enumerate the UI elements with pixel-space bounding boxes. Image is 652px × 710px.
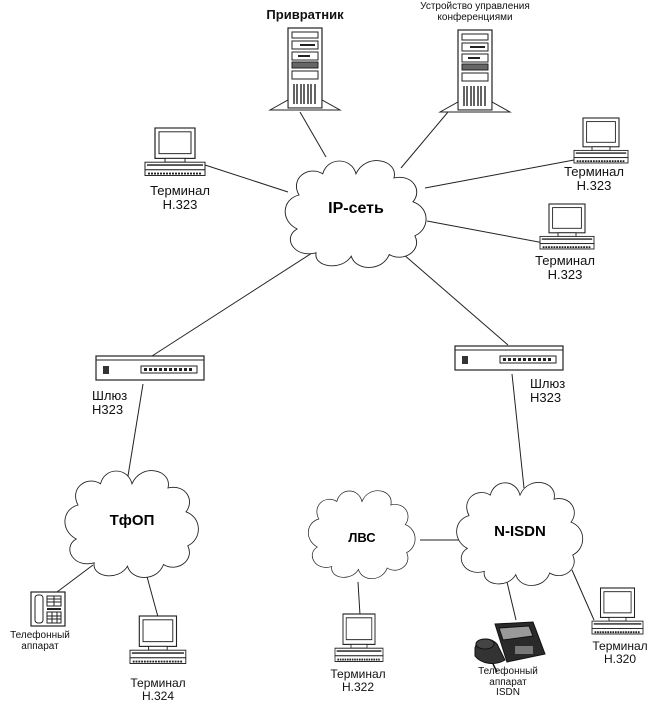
connection-lines bbox=[56, 111, 595, 621]
link-terminal-left-ip bbox=[204, 164, 289, 193]
link-terminal-right-mid-ip bbox=[426, 220, 545, 244]
gatekeeper-server-icon bbox=[269, 27, 341, 111]
link-lan-terminal-h322 bbox=[357, 581, 361, 616]
link-gateway-right-isdn bbox=[511, 373, 525, 489]
mcu-server-icon bbox=[439, 29, 511, 113]
gateway-left-icon bbox=[94, 354, 206, 382]
ip-network-label: IP-сеть bbox=[328, 200, 384, 217]
link-gateway-left-pstn bbox=[126, 383, 144, 483]
terminal-h323-left-icon bbox=[144, 127, 206, 177]
link-isdn-phone bbox=[506, 581, 517, 621]
link-isdn-terminal-h320 bbox=[571, 569, 595, 621]
analog-phone-icon bbox=[30, 591, 66, 627]
terminal-h323-right-top-icon bbox=[573, 117, 629, 164]
link-pstn-terminal-h324 bbox=[145, 572, 159, 618]
terminal-h323-right-mid-icon bbox=[539, 203, 595, 250]
link-terminal-right-top-ip bbox=[424, 159, 575, 189]
gatekeeper-label: Привратник bbox=[266, 7, 344, 22]
link-gatekeeper-ip bbox=[299, 111, 327, 158]
terminal-h324-icon bbox=[129, 615, 187, 665]
isdn-phone-icon bbox=[474, 621, 546, 673]
pstn-label: ТфОП bbox=[109, 512, 155, 529]
lan-label: ЛВС bbox=[348, 530, 376, 545]
terminal-h320-icon bbox=[591, 587, 644, 635]
link-ip-gateway-left bbox=[151, 252, 313, 357]
isdn-label: N-ISDN bbox=[494, 523, 546, 540]
link-pstn-phone bbox=[56, 564, 94, 593]
terminal-h322-icon bbox=[334, 613, 384, 663]
mcu-label: Устройство управления конференциями bbox=[420, 1, 530, 23]
link-mcu-ip bbox=[400, 111, 449, 169]
gateway-right-icon bbox=[453, 344, 565, 372]
link-ip-gateway-right bbox=[402, 253, 509, 346]
